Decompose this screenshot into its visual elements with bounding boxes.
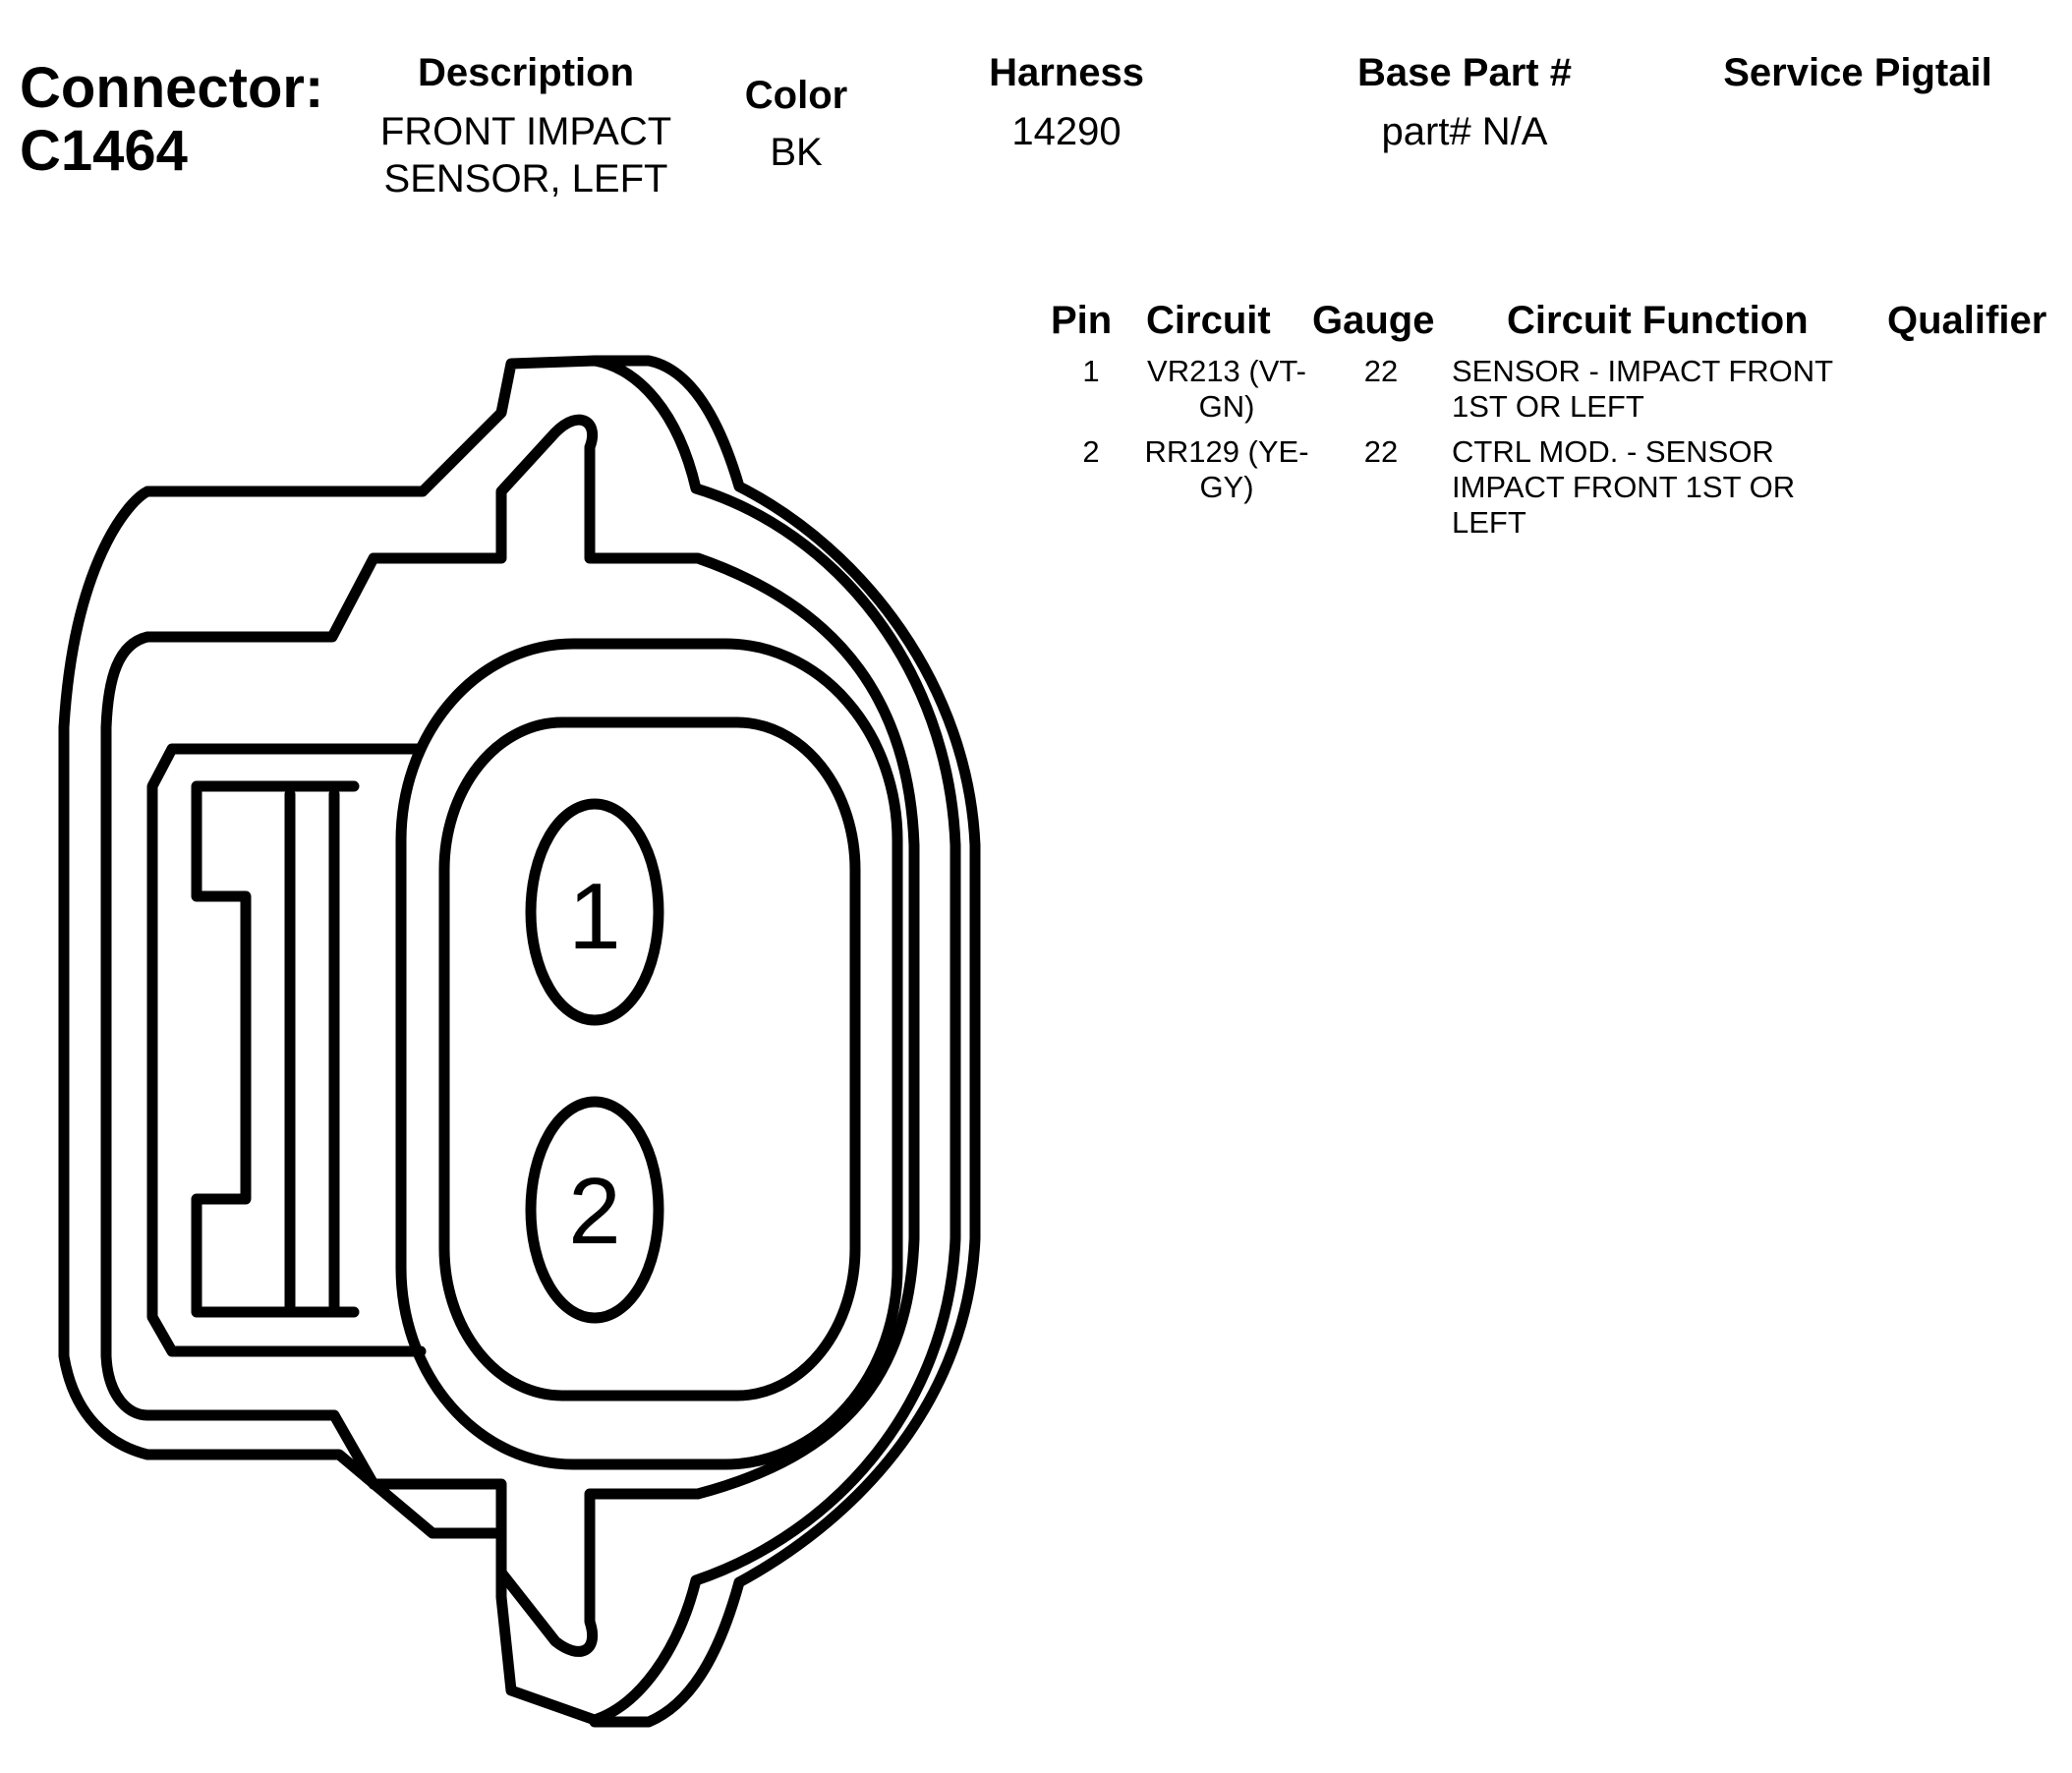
- col-header-qualifier: Qualifier: [1887, 299, 2047, 342]
- col-header-gauge: Gauge: [1312, 299, 1435, 342]
- plug-outer-outline: [395, 638, 903, 1470]
- function-line: IMPACT FRONT 1ST OR: [1452, 470, 1796, 504]
- circuit-cell: RR129 (YE- GY): [1128, 434, 1325, 505]
- service-pigtail-label: Service Pigtail: [1723, 51, 1992, 94]
- function-line: LEFT: [1452, 505, 1526, 540]
- circuit-cell: VR213 (VT- GN): [1128, 354, 1325, 425]
- color-label: Color: [744, 74, 848, 117]
- circuit-line: GN): [1198, 389, 1255, 424]
- function-line: CTRL MOD. - SENSOR: [1452, 434, 1774, 469]
- function-cell: SENSOR - IMPACT FRONT 1ST OR LEFT: [1452, 354, 1874, 425]
- pin-1-cavity: [525, 798, 664, 1026]
- connector-id: C1464: [20, 119, 188, 183]
- plug-inner-outline: [438, 716, 861, 1401]
- circuit-line: GY): [1199, 470, 1254, 504]
- col-header-pin: Pin: [1051, 299, 1113, 342]
- base-part-value: part# N/A: [1381, 110, 1548, 153]
- harness-value: 14290: [1011, 110, 1122, 153]
- harness-label: Harness: [989, 51, 1144, 94]
- connector-face-diagram: 1 2: [58, 355, 981, 1728]
- description-label: Description: [417, 51, 635, 94]
- description-column: Description FRONT IMPACT SENSOR, LEFT: [359, 49, 693, 202]
- gauge-cell: 22: [1363, 434, 1399, 469]
- col-header-circuit-function: Circuit Function: [1507, 299, 1809, 342]
- connector-heading: Connector: C1464: [20, 57, 323, 183]
- service-pigtail-column: Service Pigtail: [1691, 49, 2025, 108]
- base-part-label: Base Part #: [1357, 51, 1572, 94]
- description-line-1: FRONT IMPACT: [379, 110, 672, 153]
- pin-cell: 2: [1082, 434, 1100, 469]
- description-line-2: SENSOR, LEFT: [383, 157, 668, 200]
- pin-1-label: 1: [568, 864, 620, 969]
- gauge-cell: 22: [1363, 354, 1399, 388]
- pin-cell: 1: [1082, 354, 1100, 388]
- latch-tab: [146, 743, 427, 1357]
- color-column: Color BK: [718, 72, 875, 176]
- pin-2-label: 2: [568, 1159, 620, 1264]
- housing-back-lip: [589, 355, 981, 1728]
- base-part-column: Base Part # part# N/A: [1297, 49, 1632, 155]
- circuit-line: RR129 (YE-: [1144, 434, 1309, 469]
- housing-inner-outline: [100, 414, 920, 1657]
- harness-column: Harness 14290: [944, 49, 1189, 155]
- function-line: 1ST OR LEFT: [1452, 389, 1644, 424]
- function-line: SENSOR - IMPACT FRONT: [1452, 354, 1834, 388]
- connector-label: Connector:: [20, 56, 324, 120]
- color-value: BK: [770, 131, 823, 174]
- function-cell: CTRL MOD. - SENSOR IMPACT FRONT 1ST OR L…: [1452, 434, 1874, 541]
- col-header-circuit: Circuit: [1146, 299, 1271, 342]
- pin-2-cavity: [525, 1096, 664, 1324]
- circuit-line: VR213 (VT-: [1147, 354, 1306, 388]
- description-value: FRONT IMPACT SENSOR, LEFT: [359, 108, 693, 202]
- housing-outline: [58, 355, 961, 1726]
